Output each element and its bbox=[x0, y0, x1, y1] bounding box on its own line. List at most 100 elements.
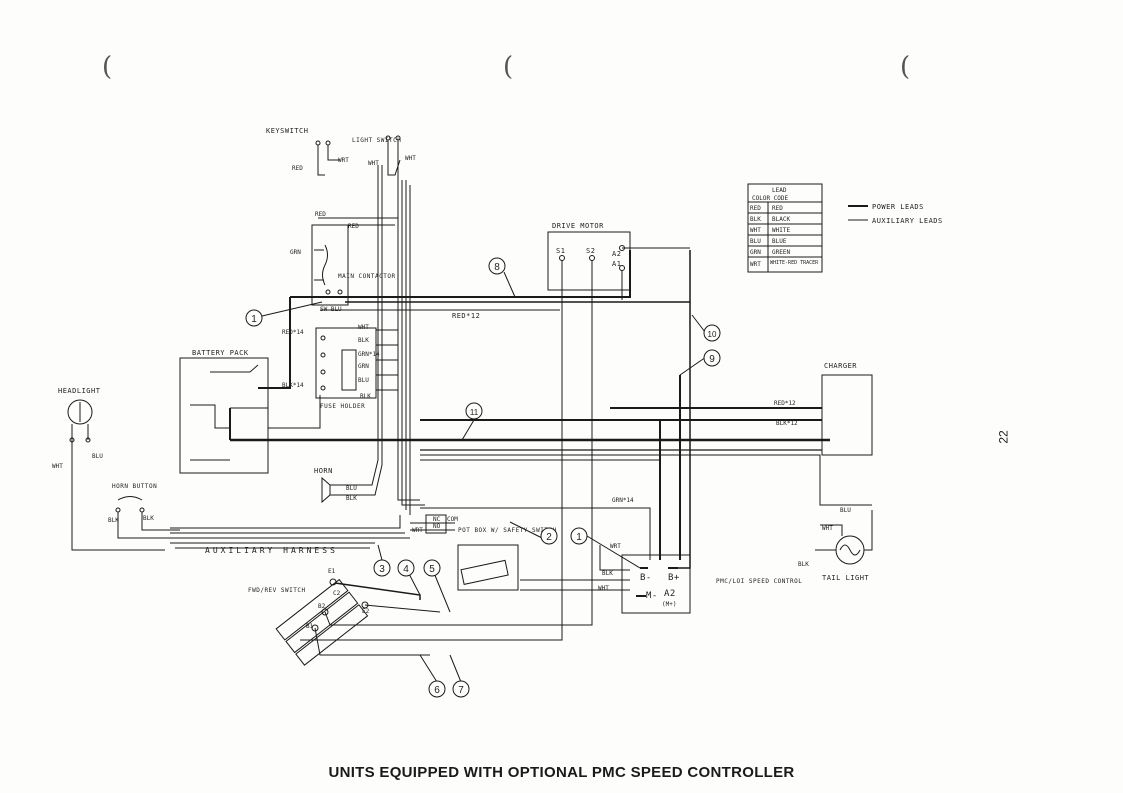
punch-hole-center: ( bbox=[503, 52, 514, 82]
light-switch-label: LIGHT SWITCH bbox=[352, 137, 401, 144]
wire-label-red14: RED*14 bbox=[282, 329, 304, 336]
wire-label-sw-blu: SW BLU bbox=[320, 306, 342, 313]
wire-label-wht: WHT bbox=[52, 463, 63, 470]
terminal-a1: A1 bbox=[612, 260, 621, 268]
legend-row-color: BLUE bbox=[772, 238, 787, 245]
callout-circle bbox=[570, 527, 588, 545]
lead-color-code-legend: LEAD COLOR CODE RED RED BLK BLACK WHT WH… bbox=[747, 183, 943, 273]
wire-label-blk14: BLK*14 bbox=[282, 382, 304, 389]
legend-auxiliary-leads: AUXILIARY LEADS bbox=[872, 217, 943, 225]
pot-box-label: POT BOX W/ SAFETY SWITCH bbox=[458, 527, 557, 534]
wire-label-blk: BLK bbox=[346, 495, 357, 502]
callout-11: 11 bbox=[470, 408, 479, 417]
callout-8: 8 bbox=[494, 262, 500, 273]
terminal-b-plus: B+ bbox=[668, 573, 680, 583]
legend-header-color-code: COLOR CODE bbox=[752, 195, 789, 202]
tail-light-label: TAIL LIGHT bbox=[822, 574, 869, 582]
wire-label-blu: BLU bbox=[840, 507, 851, 514]
wire-label-red12: RED*12 bbox=[774, 400, 796, 407]
legend-power-leads: POWER LEADS bbox=[872, 203, 924, 211]
wire-label-wht: WHT bbox=[822, 525, 833, 532]
terminal-m-minus: M- bbox=[646, 591, 658, 601]
wire-label-blu: BLU bbox=[358, 377, 369, 384]
legend-row-color: WHITE-RED TRACER bbox=[770, 260, 819, 266]
callout-circle bbox=[423, 559, 441, 577]
callout-circle bbox=[452, 680, 470, 698]
terminal-s2: S2 bbox=[586, 247, 595, 255]
legend-row-lead: RED bbox=[750, 205, 761, 212]
horn-button-label: HORN BUTTON bbox=[112, 483, 157, 490]
fwd-rev-switch-label: FWD/REV SWITCH bbox=[248, 587, 306, 594]
callout-2: 2 bbox=[546, 532, 552, 543]
callout-5: 5 bbox=[429, 564, 435, 575]
terminal-e2: E2 bbox=[362, 608, 370, 615]
terminal-no: NO bbox=[433, 523, 441, 530]
wire-label-red: RED bbox=[292, 165, 303, 172]
wire-label-wht: WHT bbox=[405, 155, 416, 162]
wire-label-grn: GRN bbox=[290, 249, 301, 256]
punch-hole-left: ( bbox=[102, 52, 113, 82]
battery-pack-label: BATTERY PACK bbox=[192, 349, 249, 357]
wire-label-wrt: WRT bbox=[338, 157, 349, 164]
callout-circle bbox=[488, 257, 506, 275]
terminal-m-plus: (M+) bbox=[662, 601, 676, 608]
callout-circle bbox=[428, 680, 446, 698]
wire-label-blk: BLK bbox=[602, 570, 613, 577]
legend-row-lead: GRN bbox=[750, 249, 761, 256]
diagram-caption: UNITS EQUIPPED WITH OPTIONAL PMC SPEED C… bbox=[328, 764, 795, 781]
callout-4: 4 bbox=[403, 564, 409, 575]
legend-row-lead: BLK bbox=[750, 216, 761, 223]
wire-label-wrt: WRT bbox=[412, 527, 423, 534]
callout-circle bbox=[397, 559, 415, 577]
auxiliary-harness-label: AUXILIARY HARNESS bbox=[205, 546, 338, 555]
wire-label-grn14: GRN*14 bbox=[358, 351, 380, 358]
callout-1: 1 bbox=[251, 314, 257, 325]
callout-10: 10 bbox=[708, 330, 717, 339]
wire-label-red: RED bbox=[348, 223, 359, 230]
legend-row-lead: BLU bbox=[750, 238, 761, 245]
legend-row-lead: WRT bbox=[750, 261, 761, 268]
callout-circle bbox=[245, 309, 263, 327]
wire-label-wrt: WRT bbox=[610, 543, 621, 550]
legend-row-color: BLACK bbox=[772, 216, 790, 223]
callout-circle bbox=[703, 349, 721, 367]
terminal-e1: E1 bbox=[328, 568, 336, 575]
keyswitch-label: KEYSWITCH bbox=[266, 127, 308, 135]
wire-label-blk: BLK bbox=[143, 515, 154, 522]
wire-label-wht: WHT bbox=[368, 160, 379, 167]
terminal-b2: B2 bbox=[318, 603, 326, 610]
fuse-holder-label: FUSE HOLDER bbox=[320, 403, 365, 410]
callout-3: 3 bbox=[379, 564, 385, 575]
callout-9: 9 bbox=[709, 354, 715, 365]
legend-row-lead: WHT bbox=[750, 227, 761, 234]
wire-label-blu: BLU bbox=[346, 485, 357, 492]
main-contactor-label: MAIN CONTACTOR bbox=[338, 273, 396, 280]
legend-row-color: WHITE bbox=[772, 227, 790, 234]
wire-label-blk: BLK bbox=[108, 517, 119, 524]
callout-6: 6 bbox=[434, 685, 440, 696]
wire-label-blk12: BLK*12 bbox=[776, 420, 798, 427]
drive-motor-label: DRIVE MOTOR bbox=[552, 222, 604, 230]
terminal-com: COM bbox=[447, 516, 458, 523]
terminal-nc: NC bbox=[433, 516, 441, 523]
charger-label: CHARGER bbox=[824, 362, 857, 370]
callout-circle bbox=[465, 402, 483, 420]
wire-label-blk: BLK bbox=[798, 561, 809, 568]
wire-label-grn14: GRN*14 bbox=[612, 497, 634, 504]
wire-label-blu: BLU bbox=[92, 453, 103, 460]
wire-label-wht: WHT bbox=[358, 324, 369, 331]
terminal-a2: A2 bbox=[612, 250, 621, 258]
terminal-b-minus: B- bbox=[640, 573, 652, 583]
wire-label-grn: GRN bbox=[358, 363, 369, 370]
callout-circle bbox=[540, 527, 558, 545]
horn-label: HORN bbox=[314, 467, 333, 475]
terminal-a2-controller: A2 bbox=[664, 589, 676, 599]
terminal-c2: C2 bbox=[333, 590, 341, 597]
callout-1-controller: 1 bbox=[576, 532, 582, 543]
legend-row-color: GREEN bbox=[772, 249, 790, 256]
headlight-label: HEADLIGHT bbox=[58, 387, 101, 395]
callout-circle bbox=[373, 559, 391, 577]
page-number: 22 bbox=[996, 430, 1011, 444]
callout-7: 7 bbox=[458, 685, 464, 696]
